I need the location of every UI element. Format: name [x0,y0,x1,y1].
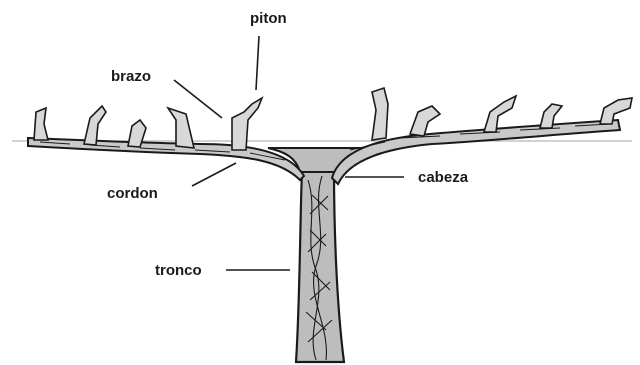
piton-leader [256,36,259,90]
trunk [296,170,344,362]
spur [84,106,106,145]
spur [232,98,262,150]
cordon-leader [192,163,236,186]
brazo-label: brazo [111,69,151,85]
piton-label: piton [250,11,287,27]
spur [372,88,388,140]
cordon-label: cordon [107,186,158,202]
tronco-label: tronco [155,263,202,279]
spur [34,108,48,140]
spur [410,106,440,136]
spur [168,108,194,148]
cabeza-label: cabeza [418,170,468,186]
